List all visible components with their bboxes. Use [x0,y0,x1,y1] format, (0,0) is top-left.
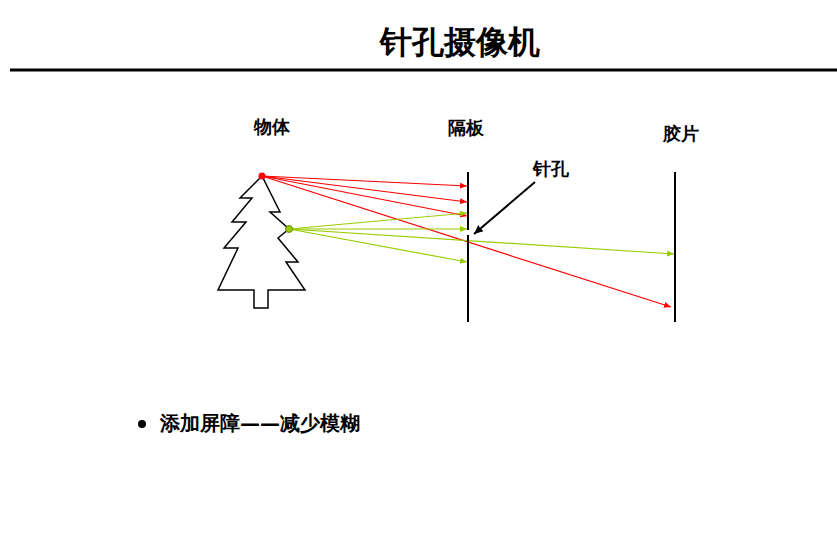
barrier-label: 隔板 [448,117,484,139]
bullet [138,420,146,428]
pinhole-leader [474,182,535,234]
green-point [286,226,293,233]
object-label: 物体 [254,116,290,138]
tree-outline [218,176,305,308]
green-rays [289,213,674,262]
barrier [467,235,469,322]
title-rule [10,69,837,72]
red-rays [262,176,671,307]
title: 针孔摄像机 [380,23,540,61]
film-label: 胶片 [663,123,699,145]
film [674,172,676,322]
bullet-text: 添加屏障——减少模糊 [160,411,360,435]
barrier [467,172,469,230]
pinhole-label: 针孔 [533,158,569,180]
red-point [259,173,266,180]
